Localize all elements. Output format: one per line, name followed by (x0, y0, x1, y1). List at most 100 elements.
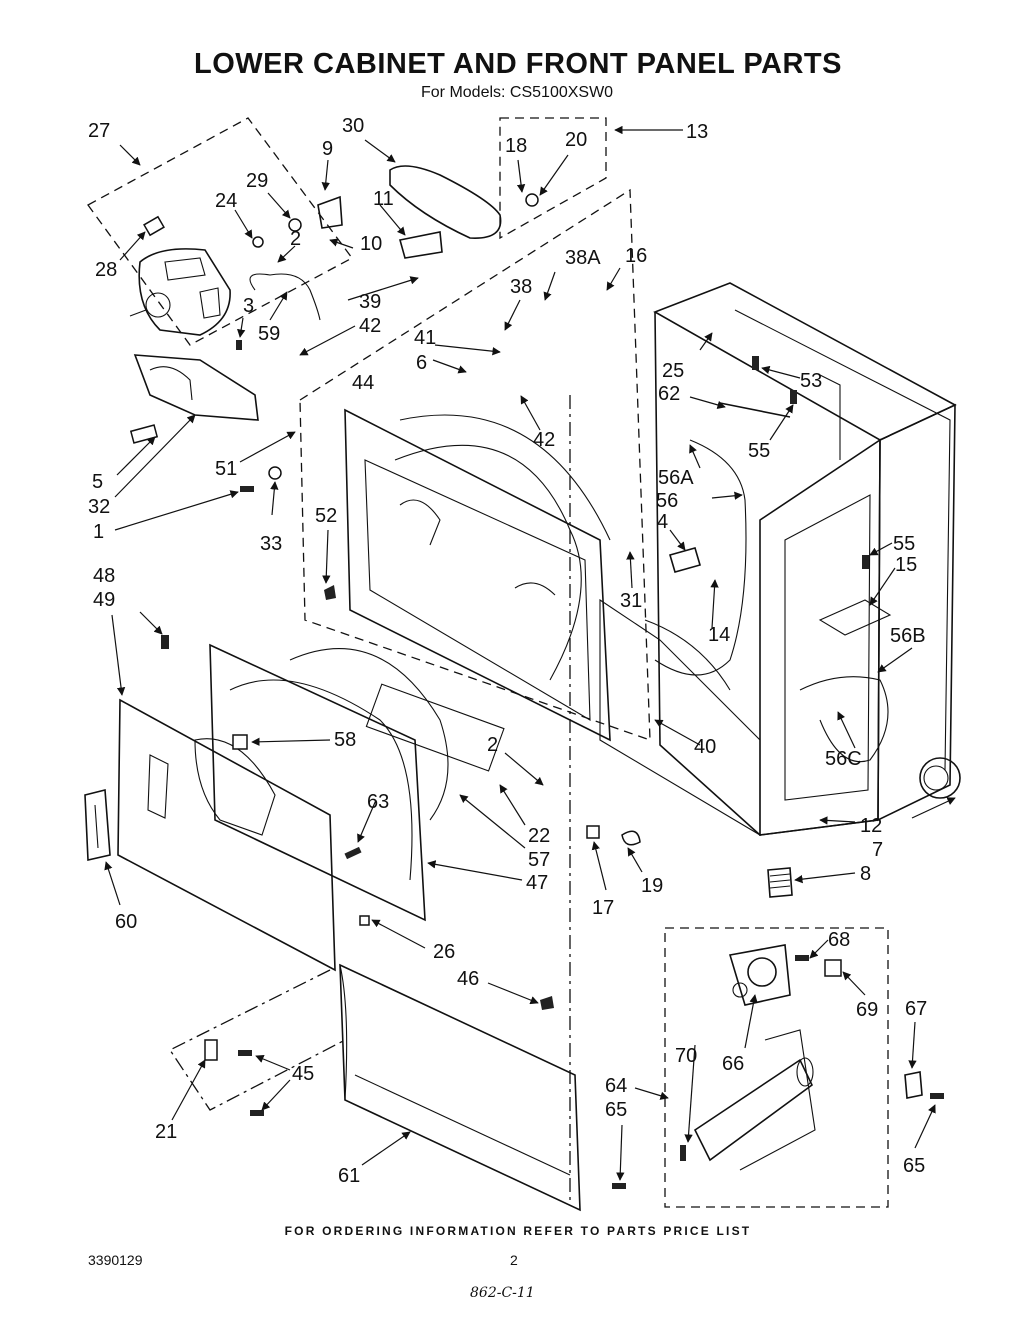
foot-12 (919, 757, 961, 799)
callout-11: 11 (373, 188, 394, 210)
screw-33 (268, 466, 282, 480)
model-subtitle: For Models: CS5100XSW0 (421, 84, 614, 101)
callout-44: 44 (352, 372, 374, 394)
callout-65b: 65 (903, 1155, 925, 1177)
callout-3: 3 (243, 295, 254, 317)
page-number: 2 (510, 1252, 518, 1268)
callout-39: 39 (359, 291, 381, 313)
callout-63: 63 (367, 791, 389, 813)
outer-door-49 (117, 698, 336, 972)
front-panel-44 (344, 408, 611, 742)
callout-14: 14 (708, 624, 730, 646)
bracket-67 (904, 1071, 923, 1099)
burner-group-outline (664, 927, 889, 1208)
callout-56: 56 (656, 490, 678, 512)
callout-65a: 65 (605, 1099, 627, 1121)
callout-19: 19 (641, 875, 663, 897)
callout-18: 18 (505, 135, 527, 157)
callout-24: 24 (215, 190, 237, 212)
callout-51: 51 (215, 458, 237, 480)
alignment-lines (169, 395, 571, 1205)
callout-4: 4 (657, 511, 668, 533)
ordering-note: FOR ORDERING INFORMATION REFER TO PARTS … (284, 1224, 752, 1238)
callout-67: 67 (905, 998, 927, 1020)
callout-59: 59 (258, 323, 280, 345)
door-plug-17-19 (586, 825, 641, 846)
callout-32: 32 (88, 496, 110, 518)
idler-group-outline (499, 117, 607, 240)
callout-7: 7 (872, 839, 883, 861)
door-handle-60 (84, 788, 111, 861)
callout-47: 47 (526, 872, 548, 894)
callout-8: 8 (860, 863, 871, 885)
thermostat-15 (818, 599, 892, 636)
callout-66: 66 (722, 1053, 744, 1075)
toe-clip-46 (540, 996, 554, 1010)
switch-5 (129, 424, 159, 444)
harness-59 (249, 273, 321, 321)
callout-15: 15 (895, 554, 917, 576)
motor-switch-28 (143, 215, 165, 237)
fastener-53-55 (752, 356, 869, 569)
screw-65 (612, 1093, 944, 1189)
pulley-29 (288, 218, 302, 232)
callout-68: 68 (828, 929, 850, 951)
callout-69: 69 (856, 999, 878, 1021)
screw-48 (161, 635, 169, 649)
callout-26: 26 (433, 941, 455, 963)
callout-27: 27 (88, 120, 110, 142)
drive-motor (129, 248, 231, 336)
callout-61: 61 (338, 1165, 360, 1187)
callout-56c: 56C (825, 748, 862, 770)
wire-harness-56 (644, 439, 889, 763)
terminal-block-4 (669, 547, 701, 573)
callout-58: 58 (334, 729, 356, 751)
nut-26 (359, 915, 370, 926)
motor-mount-bracket (133, 354, 259, 421)
washer-24 (252, 236, 264, 248)
leader-lines (104, 125, 956, 1181)
screw-3 (236, 340, 242, 350)
gas-valve-66 (728, 944, 791, 1006)
screw-68 (795, 955, 809, 961)
callout-16: 16 (625, 245, 647, 267)
callout-20: 20 (565, 129, 587, 151)
igniter-70 (680, 1145, 686, 1161)
callout-9: 9 (322, 138, 333, 160)
callout-62: 62 (658, 383, 680, 405)
callout-labels: 27 30 9 18 20 13 29 24 11 2 10 28 3 59 3… (88, 115, 927, 1187)
document-number: 3390129 (88, 1252, 143, 1268)
screw-62 (719, 402, 791, 418)
callout-33: 33 (260, 533, 282, 555)
cabinet-base (599, 598, 761, 836)
callout-42b: 42 (533, 429, 555, 451)
callout-1: 1 (93, 521, 104, 543)
door-catch-52 (324, 585, 336, 600)
screw-63 (344, 846, 362, 860)
callout-64: 64 (605, 1075, 627, 1097)
callout-22: 22 (528, 825, 550, 847)
callout-13: 13 (686, 121, 708, 143)
page-title: LOWER CABINET AND FRONT PANEL PARTS (194, 48, 842, 80)
callout-12: 12 (860, 815, 882, 837)
callout-38: 38 (510, 276, 532, 298)
callout-49: 49 (93, 589, 115, 611)
idler-bracket-39 (398, 231, 443, 259)
handwritten-note: 862-C-11 (470, 1285, 535, 1301)
leveling-leg-8 (767, 867, 793, 898)
callout-6: 6 (416, 352, 427, 374)
callout-28: 28 (95, 259, 117, 281)
hinge-21 (204, 1039, 218, 1061)
motor-group-outline (87, 117, 353, 346)
screw-1 (240, 486, 254, 492)
callout-10: 10 (360, 233, 382, 255)
callout-57: 57 (528, 849, 550, 871)
callout-17: 17 (592, 897, 614, 919)
callout-38a: 38A (565, 247, 601, 269)
callout-45: 45 (292, 1063, 314, 1085)
pulley-bracket-9 (317, 195, 343, 229)
callout-55b: 55 (893, 533, 915, 555)
callout-56b: 56B (890, 625, 926, 647)
toe-panel-61 (339, 963, 581, 1212)
